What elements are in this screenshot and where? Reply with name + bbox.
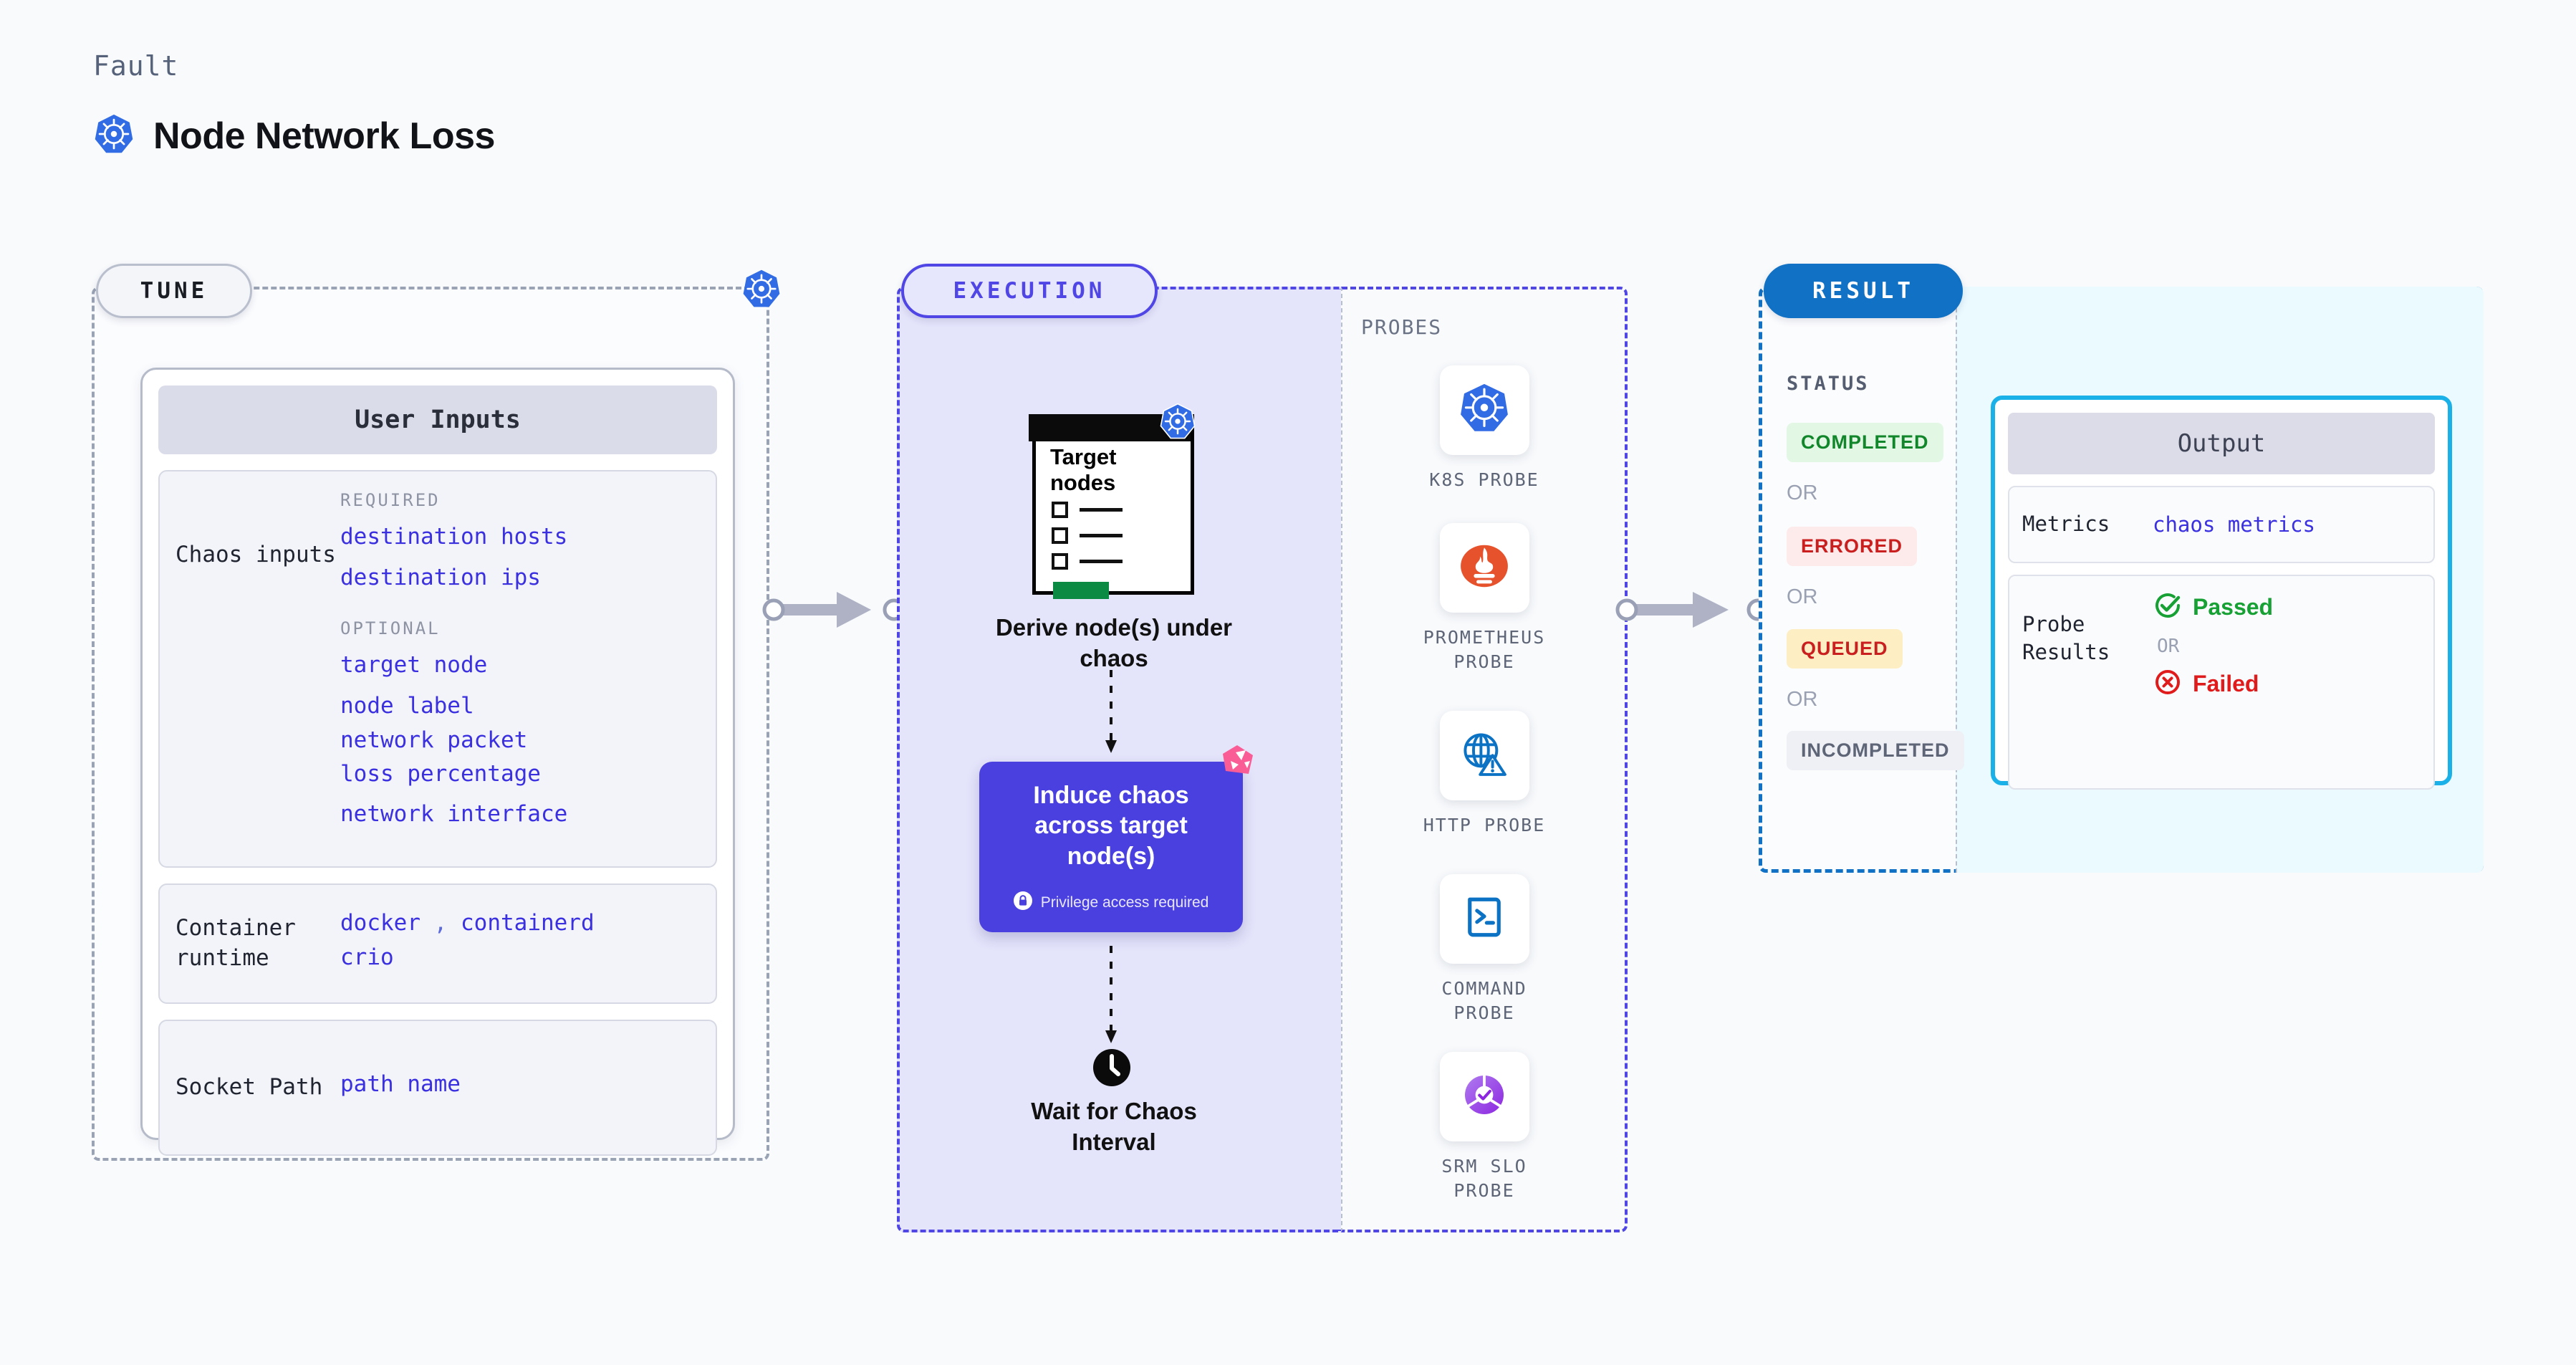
chaos-input-value[interactable]: node label — [340, 692, 474, 719]
probe-label: K8S PROBE — [1429, 469, 1539, 490]
metrics-key: Metrics — [2022, 512, 2110, 537]
output-card: Output Metrics chaos metrics Probe Resul… — [1991, 396, 2452, 790]
required-label: REQUIRED — [340, 490, 441, 510]
tune-tag: TUNE — [96, 264, 252, 318]
metrics-row: Metrics chaos metrics — [2008, 486, 2435, 563]
probe-item-command[interactable]: COMMAND PROBE — [1413, 874, 1556, 1025]
target-nodes-title: Target nodes — [1050, 444, 1117, 495]
runtime-value[interactable]: crio — [340, 944, 394, 970]
induce-chaos-box: Induce chaos across target node(s) Privi… — [979, 762, 1243, 932]
status-label: STATUS — [1787, 373, 1870, 395]
passed-label: Passed — [2193, 594, 2274, 620]
container-runtime-section: Container runtime docker , containerd cr… — [158, 883, 717, 1004]
status-badge-completed: COMPLETED — [1787, 423, 1943, 462]
flow-arrow-down — [1103, 946, 1117, 1046]
or-text: OR — [2157, 636, 2180, 657]
status-badge-queued: QUEUED — [1787, 629, 1903, 669]
optional-label: OPTIONAL — [340, 618, 441, 638]
connector-execution-to-result — [1615, 585, 1769, 638]
prometheus-icon — [1456, 538, 1512, 598]
probes-label: PROBES — [1361, 315, 1443, 339]
chaos-input-value[interactable]: network packet loss percentage — [340, 727, 541, 787]
green-bar-icon — [1053, 582, 1109, 599]
or-text: OR — [1787, 482, 1818, 504]
kubernetes-icon — [1456, 380, 1512, 440]
flow-arrow-down — [1103, 670, 1117, 756]
probe-tile — [1439, 523, 1529, 613]
socket-path-section: Socket Path path name — [158, 1020, 717, 1156]
result-tag: RESULT — [1764, 264, 1963, 318]
output-title: Output — [2008, 413, 2435, 474]
list-line — [1080, 560, 1123, 563]
probe-tile — [1439, 711, 1529, 800]
lock-icon — [1013, 891, 1032, 914]
value-separator: , — [433, 909, 448, 936]
checkbox-row — [1052, 553, 1123, 570]
kubernetes-icon — [741, 269, 782, 312]
privilege-note-row: Privilege access required — [1013, 891, 1209, 914]
execution-tag: EXECUTION — [901, 264, 1158, 318]
status-badge-errored: ERRORED — [1787, 527, 1918, 566]
kubernetes-icon — [93, 113, 135, 158]
probe-results-row: Probe Results Passed OR — [2008, 575, 2435, 790]
probe-label: PROMETHEUS PROBE — [1423, 627, 1546, 672]
kubernetes-icon — [1159, 403, 1196, 444]
container-runtime-key: Container runtime — [176, 915, 296, 971]
runtime-value[interactable]: containerd — [461, 909, 595, 936]
chaos-input-value[interactable]: destination hosts — [340, 524, 568, 550]
probe-item-srm-slo[interactable]: SRM SLO PROBE — [1413, 1052, 1556, 1203]
chaos-input-value[interactable]: destination ips — [340, 564, 541, 590]
checkbox-icon[interactable] — [1052, 502, 1068, 518]
checkbox-row — [1052, 502, 1123, 518]
checkbox-row — [1052, 527, 1123, 544]
probe-results-key: Probe Results — [2022, 612, 2110, 665]
checkbox-icon[interactable] — [1052, 553, 1068, 570]
fault-eyebrow: Fault — [93, 50, 179, 82]
probe-item-http[interactable]: HTTP PROBE — [1413, 711, 1556, 838]
probe-label: HTTP PROBE — [1423, 815, 1546, 835]
globe-warning-icon — [1458, 727, 1511, 784]
wait-interval-label: Wait for Chaos Interval — [1031, 1098, 1197, 1155]
privilege-note: Privilege access required — [1040, 894, 1209, 911]
probe-tile — [1439, 1052, 1529, 1141]
chaos-input-value[interactable]: network interface — [340, 801, 568, 827]
probe-label: SRM SLO PROBE — [1441, 1156, 1527, 1201]
list-line — [1080, 508, 1123, 512]
chaos-inputs-section: Chaos inputs REQUIRED destination hosts … — [158, 470, 717, 868]
probe-item-k8s[interactable]: K8S PROBE — [1413, 365, 1556, 492]
metrics-value[interactable]: chaos metrics — [2153, 512, 2315, 537]
checkbox-icon[interactable] — [1052, 527, 1068, 544]
check-circle-icon — [2153, 590, 2183, 624]
user-inputs-title: User Inputs — [158, 385, 717, 454]
srm-slo-icon — [1458, 1069, 1510, 1124]
x-circle-icon — [2153, 667, 2183, 701]
list-line — [1080, 534, 1123, 537]
connector-tune-to-execution — [762, 585, 905, 638]
runtime-value[interactable]: docker — [340, 909, 420, 936]
fault-title-row: Node Network Loss — [93, 113, 495, 158]
chaos-input-value[interactable]: target node — [340, 652, 488, 678]
chaos-inputs-key: Chaos inputs — [176, 542, 336, 567]
terminal-icon — [1458, 891, 1510, 947]
probe-item-prometheus[interactable]: PROMETHEUS PROBE — [1413, 523, 1556, 674]
socket-path-key: Socket Path — [176, 1074, 323, 1101]
probe-tile — [1439, 365, 1529, 455]
probe-result-failed: Failed — [2153, 667, 2273, 701]
page-title: Node Network Loss — [153, 115, 495, 157]
probe-result-passed: Passed — [2153, 590, 2273, 624]
page-header: Fault Node Network Loss — [93, 50, 495, 158]
probe-label: COMMAND PROBE — [1441, 978, 1527, 1023]
litmus-logo-icon — [1217, 741, 1257, 785]
induce-chaos-title: Induce chaos across target node(s) — [1033, 781, 1189, 870]
socket-path-value[interactable]: path name — [340, 1071, 461, 1097]
or-text: OR — [1787, 585, 1818, 608]
clock-icon — [1092, 1048, 1132, 1091]
or-text: OR — [1787, 688, 1818, 711]
failed-label: Failed — [2193, 671, 2259, 696]
status-badge-incompleted: INCOMPLETED — [1787, 731, 1964, 770]
target-nodes-card — [1032, 414, 1194, 595]
derive-nodes-label: Derive node(s) under chaos — [995, 614, 1233, 671]
user-inputs-card: User Inputs Chaos inputs REQUIRED destin… — [140, 368, 735, 1156]
probe-tile — [1439, 874, 1529, 964]
